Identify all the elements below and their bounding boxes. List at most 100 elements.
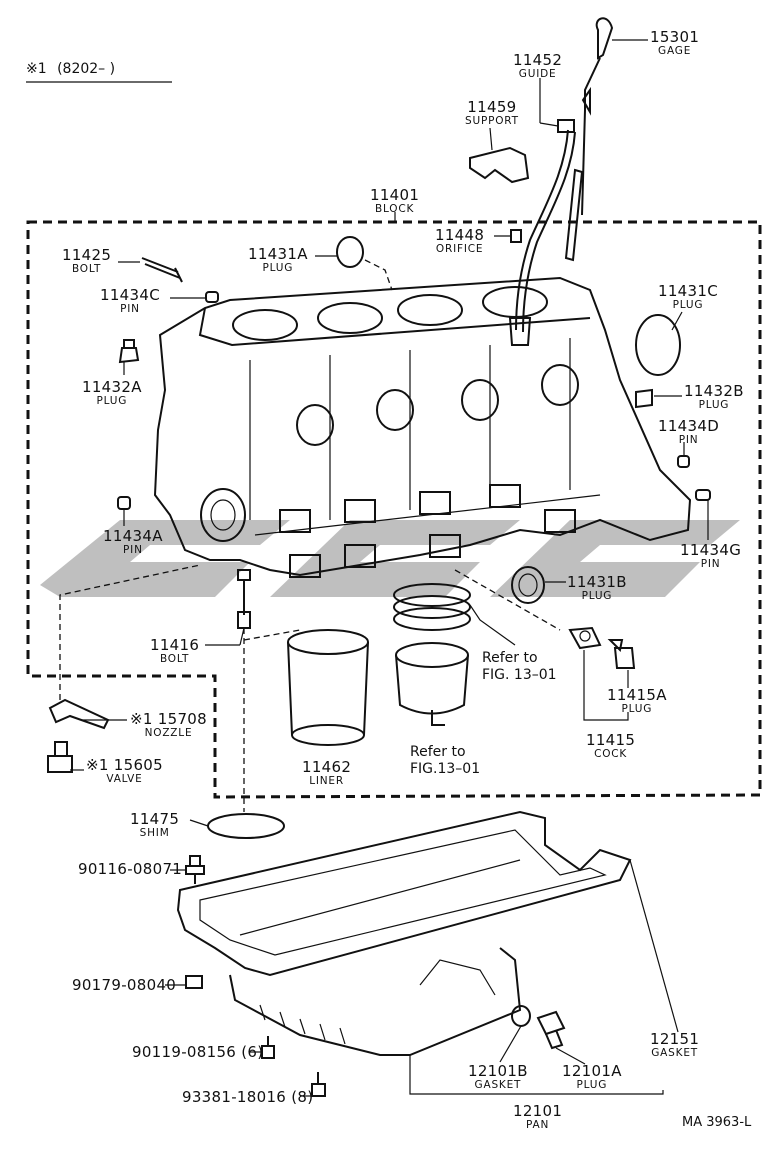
part-number: 11459 [467, 98, 517, 116]
plug-11431a-part [336, 236, 364, 268]
note-label: ※1 (8202– ) [26, 62, 115, 76]
part-number: 11416 [150, 636, 200, 654]
plug-11431c-part [635, 314, 681, 376]
figure-code: MA 3963-L [682, 1115, 752, 1130]
part-name: PIN [678, 434, 699, 446]
leader-12101a [555, 1047, 586, 1065]
plug-12101a-part [536, 1010, 566, 1050]
part-name: PLUG [581, 590, 613, 602]
plug-11415a-part [607, 639, 636, 669]
leader-11416-2 [239, 627, 245, 646]
note-range: (8202– ) [57, 61, 116, 77]
part-number: ※1 15708 [130, 710, 207, 728]
part-number: 11401 [370, 186, 420, 204]
liner-part [287, 629, 369, 746]
part-name: PLUG [96, 395, 128, 407]
pin-11434c-part [205, 291, 219, 303]
part-number: 11434C [100, 286, 160, 304]
leader-rings [469, 604, 516, 646]
part-name: COCK [594, 748, 628, 760]
piston-rings-part [393, 583, 471, 631]
part-number: 12101B [468, 1062, 528, 1080]
part-name: BOLT [159, 653, 190, 665]
leader-12151 [629, 859, 679, 1033]
oil-pan-part [229, 947, 522, 1056]
leader-support [489, 127, 493, 151]
part-number: 11415A [607, 686, 667, 704]
part-name: GASKET [474, 1079, 522, 1091]
watermark-logo [40, 520, 740, 597]
leader-11415 [583, 650, 629, 721]
part-name: GUIDE [518, 68, 557, 80]
part-number: 15301 [650, 28, 700, 46]
engine-block-part [153, 276, 692, 578]
part-number: 11431B [567, 573, 627, 591]
part-name: ORIFICE [435, 243, 484, 255]
part-number: 11448 [435, 226, 485, 244]
orifice-part [510, 229, 522, 243]
label-bolt-90119: 90119-08156 (6) [132, 1045, 263, 1060]
nozzle-part [48, 698, 110, 730]
leader-12101b [499, 1025, 522, 1063]
part-number: 12151 [650, 1030, 700, 1048]
pin-11434g-part [695, 489, 711, 501]
part-name: NOZZLE [144, 727, 193, 739]
guide-part [508, 119, 576, 346]
dash-liner [243, 629, 301, 641]
part-name: BLOCK [375, 203, 415, 215]
part-number: 11434D [658, 417, 720, 435]
pin-11434d-part [677, 455, 690, 468]
bolt-90119-part [261, 1036, 275, 1059]
block-boundary [26, 220, 762, 799]
leader-11431c [671, 311, 683, 331]
part-number: 11475 [130, 810, 180, 828]
gage-part [564, 17, 614, 262]
part-number: 11415 [586, 731, 636, 749]
part-number: 90119-08156 (6) [132, 1043, 264, 1061]
part-number: 11432A [82, 378, 142, 396]
bolt-90116-part [185, 855, 205, 884]
plug-11431b-part [511, 566, 545, 604]
part-number: 93381-18016 (8) [182, 1088, 314, 1106]
part-number: ※1 15605 [86, 756, 163, 774]
part-number: 11431C [658, 282, 718, 300]
ref-rings-line2: FIG. 13–01 [482, 667, 557, 683]
part-number: 11434A [103, 527, 163, 545]
dash-nozzle [59, 564, 201, 700]
part-name: PIN [123, 544, 143, 556]
bolt-93381-part [311, 1072, 326, 1097]
part-name: LINER [309, 775, 344, 787]
note-mark: ※1 [26, 61, 47, 77]
ref-piston-line2: FIG.13–01 [410, 761, 481, 777]
part-name: PAN [526, 1119, 550, 1131]
dash-11431a [364, 259, 393, 291]
bolt-11416-part [237, 569, 251, 629]
part-number: 11434G [680, 541, 742, 559]
part-number: 11432B [684, 382, 744, 400]
ref-rings-line1: Refer to [482, 650, 538, 666]
part-number: 11425 [62, 246, 112, 264]
part-name: GASKET [651, 1047, 698, 1059]
leader-shim [189, 819, 209, 827]
part-name: SUPPORT [465, 115, 519, 127]
part-name: VALVE [106, 773, 143, 785]
ref-piston-line1: Refer to [410, 744, 466, 760]
part-name: GAGE [658, 45, 692, 57]
valve-part [47, 741, 73, 773]
pan-gasket-part [176, 810, 632, 977]
pin-11434a-part [117, 496, 131, 510]
